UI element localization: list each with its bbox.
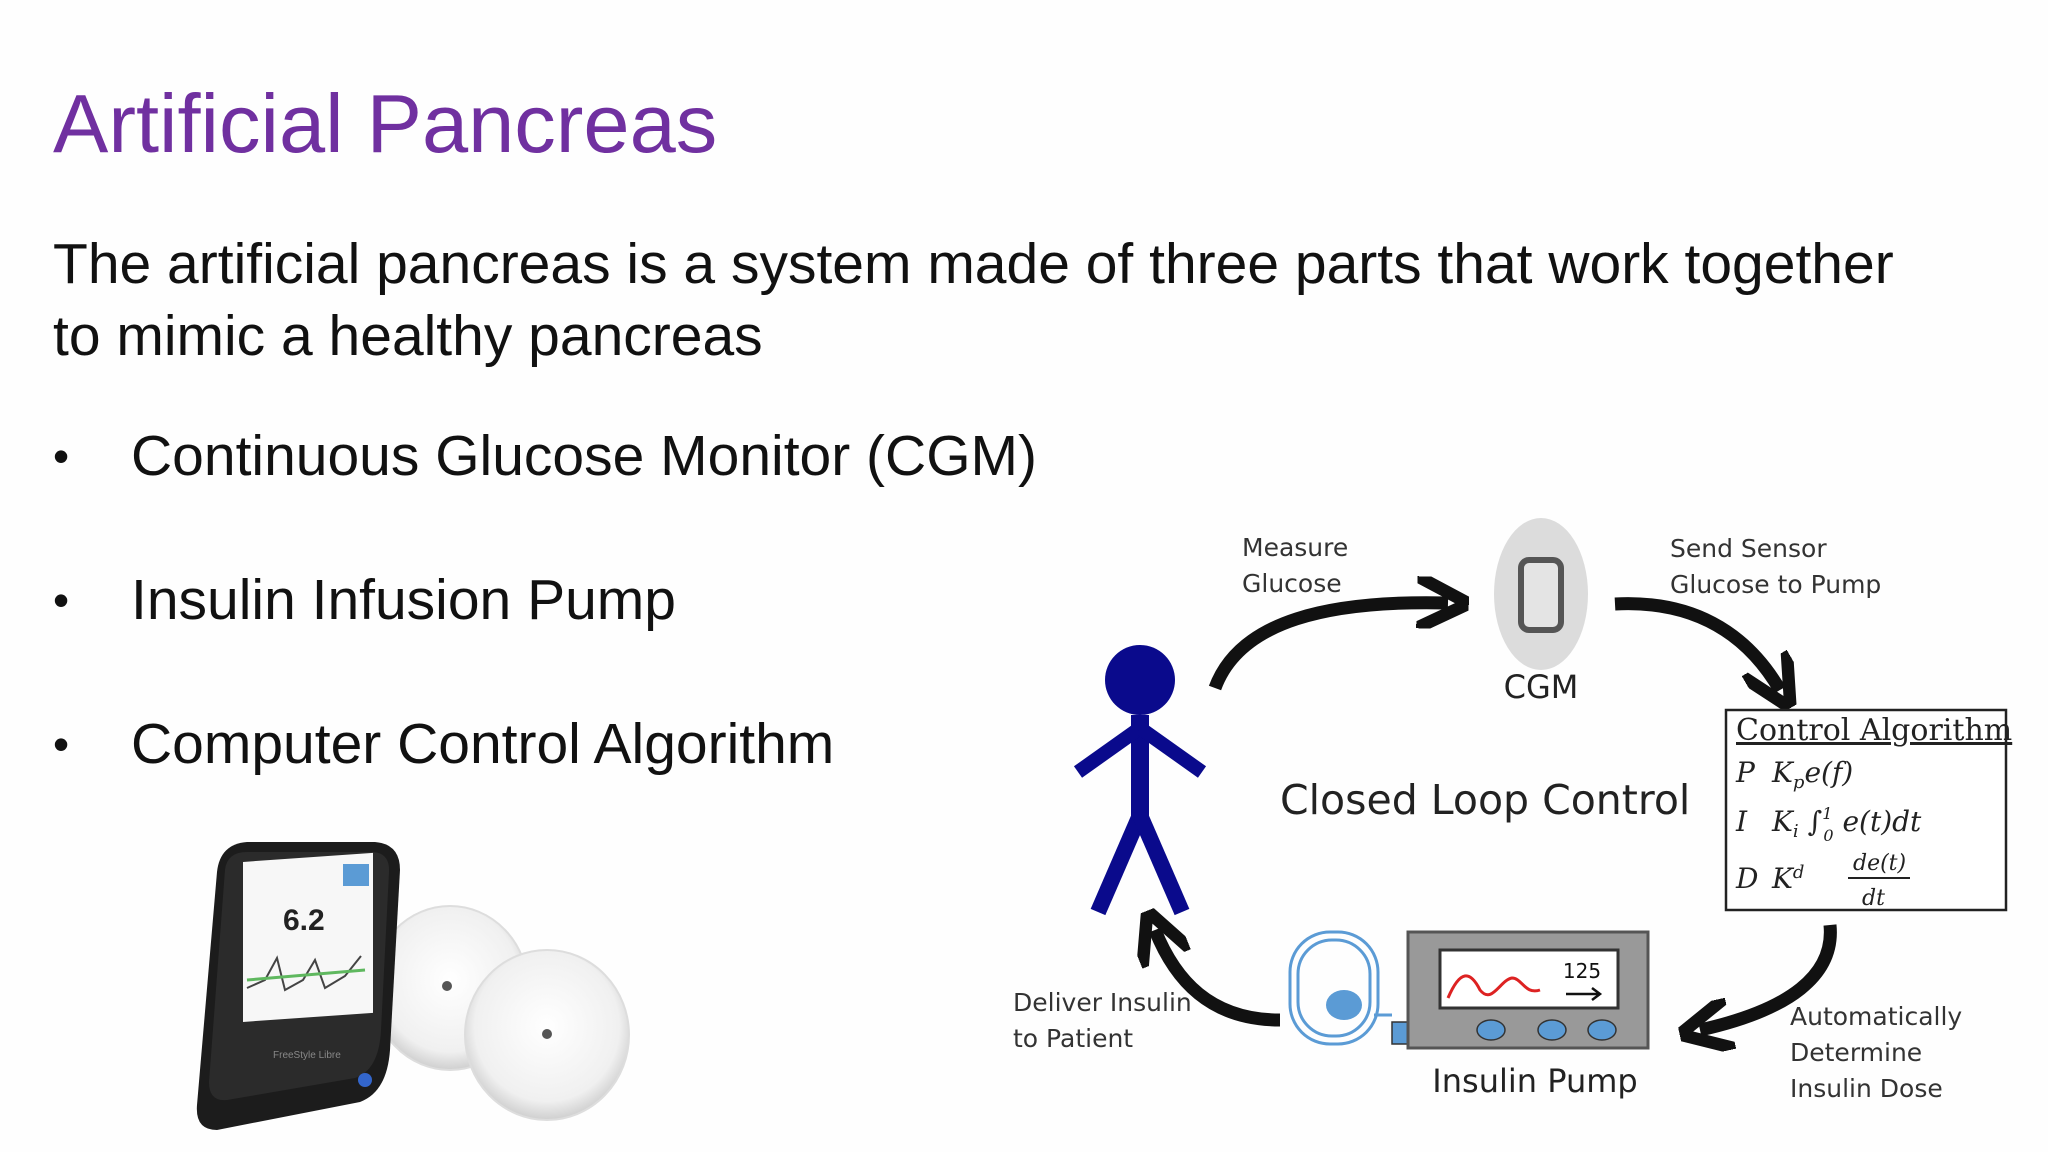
measure-glucose-label-1: Measure	[1242, 533, 1348, 562]
sensor-disk-front-icon	[464, 949, 630, 1121]
bullet-text: Computer Control Algorithm	[131, 712, 835, 776]
alg-p-term: Kpe(f)	[1771, 756, 1853, 793]
device-brand: FreeStyle Libre	[273, 1050, 341, 1061]
measure-glucose-label-2: Glucose	[1242, 569, 1342, 598]
bullet-text: Continuous Glucose Monitor (CGM)	[131, 424, 1037, 488]
insulin-pump-label: Insulin Pump	[1432, 1062, 1637, 1100]
dose-arrow	[1700, 924, 1837, 1030]
bullet-dot: •	[53, 718, 70, 770]
algorithm-title: Control Algorithm	[1736, 713, 2012, 748]
bullet-text: Insulin Infusion Pump	[131, 568, 676, 632]
bullet-item: • Continuous Glucose Monitor (CGM)	[53, 420, 1037, 564]
alg-i-letter: I	[1735, 805, 1748, 838]
deliver-label-2: to Patient	[1013, 1024, 1133, 1053]
bullet-list: • Continuous Glucose Monitor (CGM) • Insul…	[53, 420, 1037, 852]
send-sensor-label-2: Glucose to Pump	[1670, 570, 1881, 599]
bullet-dot: •	[53, 574, 70, 626]
infusion-set-icon	[1288, 930, 1392, 1046]
pump-display-value: 125	[1563, 959, 1601, 983]
send-sensor-label-1: Send Sensor	[1670, 534, 1827, 563]
closed-loop-diagram: CGM Measure Glucose Send Sensor Glucose …	[1013, 518, 2012, 1103]
intro-line-2: to mimic a healthy pancreas	[53, 304, 763, 368]
alg-d-letter: D	[1735, 862, 1758, 895]
device-reading: 6.2	[283, 904, 325, 937]
auto-label-1: Automatically	[1790, 1002, 1962, 1031]
slide-title: Artificial Pancreas	[53, 77, 718, 170]
cgm-sensor-icon	[1494, 518, 1588, 670]
reader-device-icon: 6.2 FreeStyle Libre	[196, 842, 400, 1130]
cgm-label: CGM	[1504, 668, 1579, 706]
intro-line-1: The artificial pancreas is a system made…	[53, 232, 1894, 296]
cgm-device-photo: 6.2 FreeStyle Libre	[196, 842, 630, 1130]
measure-arrow	[1208, 603, 1448, 691]
deliver-arrow	[1155, 930, 1281, 1027]
intro-paragraph: The artificial pancreas is a system made…	[53, 228, 2013, 372]
send-arrow	[1614, 597, 1780, 690]
bullet-item: • Computer Control Algorithm	[53, 708, 1037, 852]
patient-figure-icon	[1073, 645, 1207, 916]
deliver-label-1: Deliver Insulin	[1013, 988, 1192, 1017]
alg-p-letter: P	[1735, 756, 1756, 789]
bullet-item: • Insulin Infusion Pump	[53, 564, 1037, 708]
closed-loop-label: Closed Loop Control	[1280, 776, 1690, 824]
auto-label-2: Determine	[1790, 1038, 1922, 1067]
auto-label-3: Insulin Dose	[1790, 1074, 1943, 1103]
bullet-dot: •	[53, 430, 70, 482]
alg-d-numerator: de(t)	[1853, 851, 1906, 876]
insulin-pump-icon: 125	[1391, 930, 1650, 1050]
alg-d-denominator: dt	[1862, 886, 1885, 911]
